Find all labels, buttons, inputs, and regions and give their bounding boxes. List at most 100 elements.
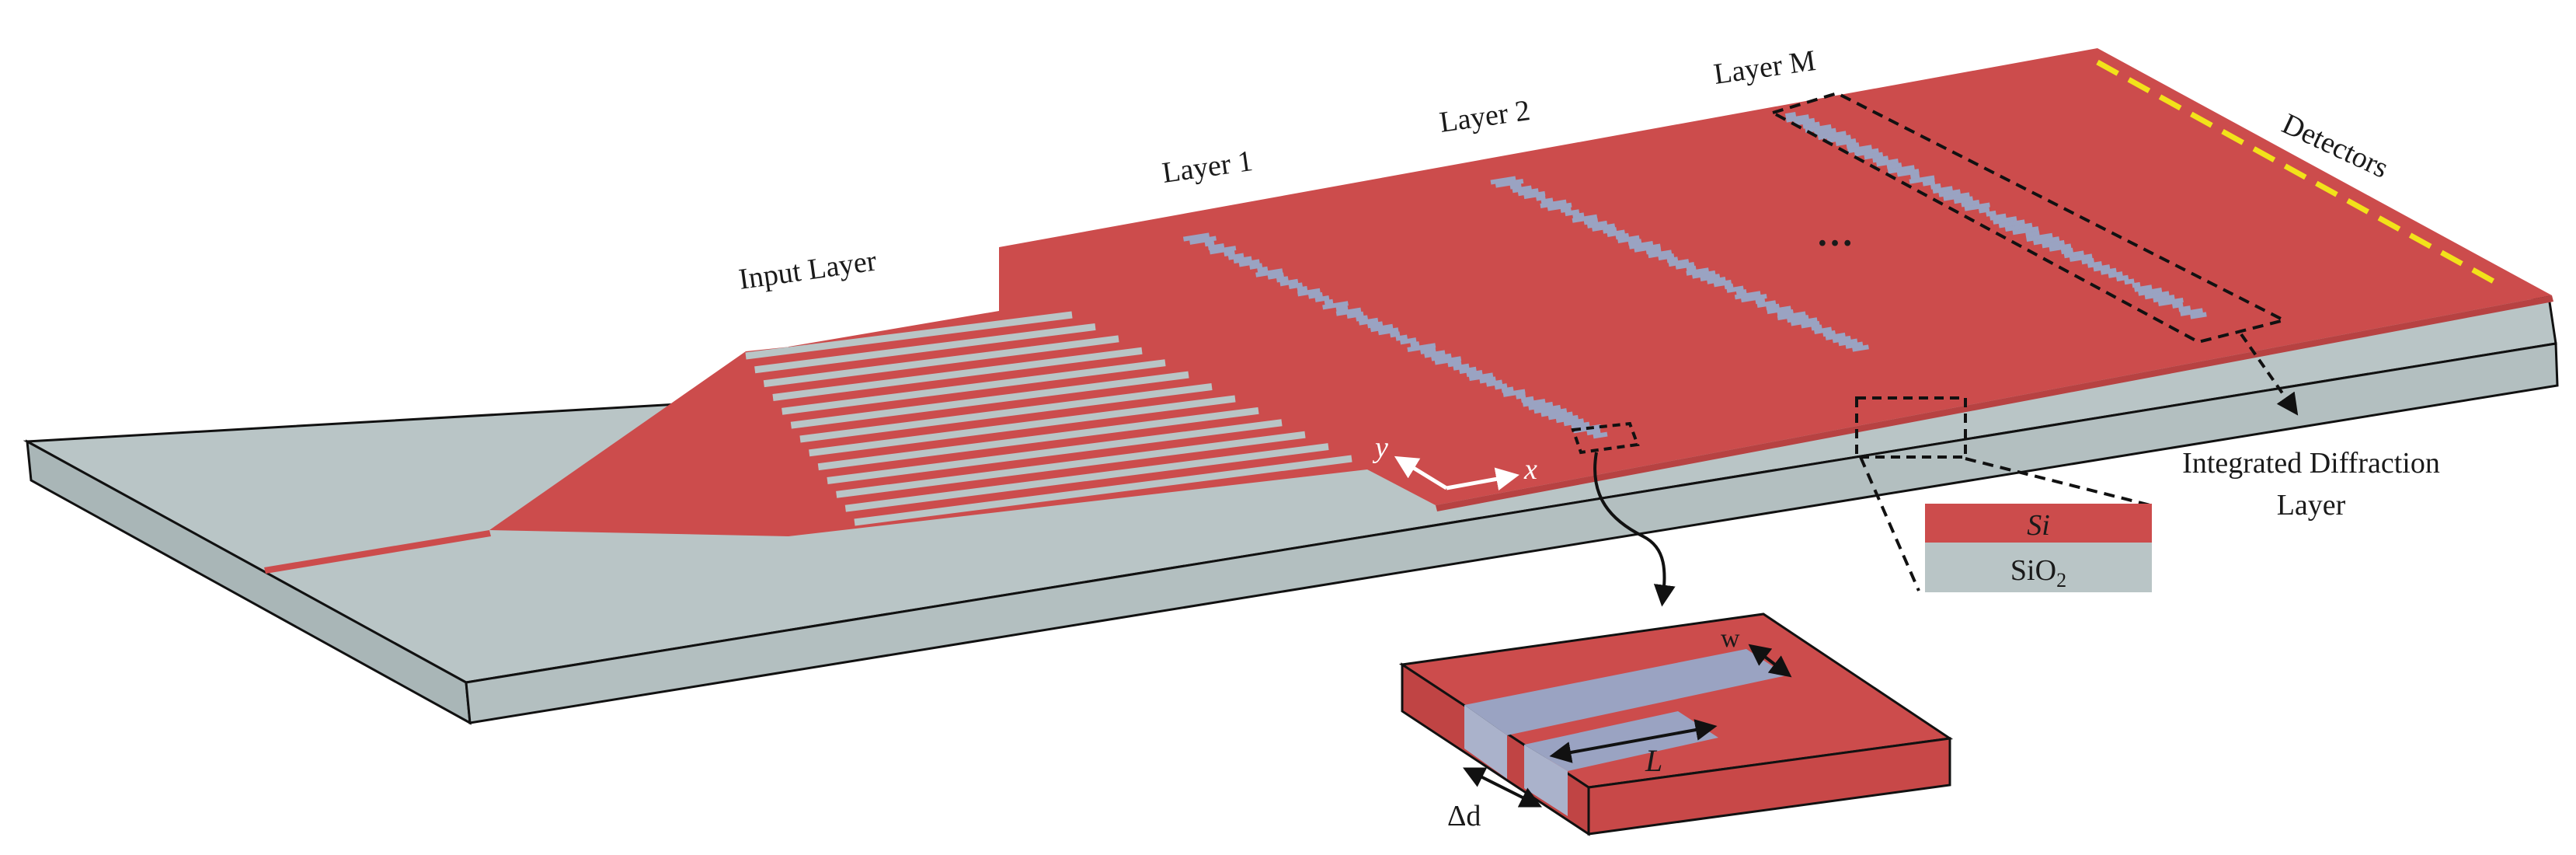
layer-m-highlight-box bbox=[1768, 91, 2289, 344]
slot bbox=[1189, 236, 1217, 245]
slot bbox=[2138, 288, 2163, 296]
slot bbox=[1785, 114, 1809, 123]
detector-line bbox=[2096, 59, 2495, 284]
slot bbox=[1645, 247, 1662, 255]
slot bbox=[1953, 196, 1973, 204]
slot-long bbox=[1464, 649, 1787, 735]
slot bbox=[2004, 222, 2033, 232]
slot bbox=[1767, 305, 1791, 315]
w-dimension-arrow bbox=[1748, 644, 1792, 678]
slot bbox=[1668, 259, 1690, 267]
slot bbox=[2087, 261, 2103, 268]
sio2-label: SiO2 bbox=[2010, 554, 2066, 592]
slot bbox=[1787, 314, 1809, 323]
slot bbox=[1565, 209, 1580, 217]
slot bbox=[1811, 324, 1822, 331]
integrated-layer-label-line2: Layer bbox=[2277, 489, 2346, 522]
si-layer-rect bbox=[1925, 504, 2152, 543]
input-waveguide-line bbox=[799, 383, 1213, 443]
input-waveguide-array bbox=[745, 311, 1352, 526]
input-waveguide-line bbox=[809, 395, 1236, 457]
slot bbox=[1826, 134, 1851, 143]
xy-axes: x y bbox=[1372, 431, 1537, 491]
layer-1-slots bbox=[1182, 232, 1608, 439]
slot bbox=[1726, 285, 1744, 293]
slot bbox=[1390, 331, 1401, 338]
layer-2-slots bbox=[1490, 176, 1869, 352]
slot bbox=[1540, 408, 1568, 417]
slot bbox=[1257, 266, 1269, 273]
substrate-right-face bbox=[465, 342, 2559, 724]
input-waveguide-line bbox=[854, 455, 1352, 526]
slot bbox=[1297, 285, 1308, 292]
slot bbox=[2033, 236, 2060, 246]
input-waveguide-line bbox=[782, 359, 1166, 415]
integrated-layer-label-line1: Integrated Diffraction bbox=[2182, 447, 2440, 480]
slot bbox=[1182, 232, 1210, 242]
input-waveguide bbox=[264, 530, 491, 574]
slot bbox=[1335, 307, 1362, 316]
slot bbox=[1395, 334, 1408, 341]
slot bbox=[1501, 386, 1514, 393]
slot bbox=[1822, 330, 1836, 337]
slot-short-front bbox=[1524, 745, 1568, 816]
slot bbox=[1838, 338, 1858, 347]
slot bbox=[1691, 270, 1716, 279]
slot bbox=[1817, 131, 1847, 141]
slot bbox=[1555, 414, 1579, 424]
slot bbox=[1978, 207, 1990, 214]
slot bbox=[1324, 298, 1334, 305]
slot bbox=[1593, 431, 1608, 439]
slot bbox=[1740, 293, 1767, 303]
cross-section-zoom-box bbox=[1855, 396, 1967, 459]
slot bbox=[1572, 212, 1585, 219]
y-axis-arrow bbox=[1394, 455, 1448, 490]
input-waveguide-line bbox=[817, 407, 1259, 471]
slot bbox=[2153, 294, 2175, 303]
slot bbox=[1961, 199, 1980, 208]
cross-section-left-line bbox=[1859, 456, 1920, 592]
slot bbox=[1322, 301, 1349, 310]
slot bbox=[1267, 272, 1284, 280]
slot bbox=[1627, 239, 1642, 246]
slot bbox=[1592, 223, 1616, 232]
slab-front-edge bbox=[1436, 295, 2553, 511]
slot bbox=[1431, 353, 1452, 361]
slot bbox=[1227, 253, 1244, 260]
slot bbox=[1734, 291, 1761, 300]
slot bbox=[1490, 176, 1516, 185]
slot bbox=[1468, 372, 1494, 382]
slot bbox=[1407, 343, 1436, 352]
slot bbox=[1356, 315, 1369, 322]
slot bbox=[2157, 297, 2184, 307]
slot bbox=[1377, 327, 1399, 336]
slot bbox=[1989, 213, 2007, 221]
slot bbox=[1255, 268, 1283, 277]
slot bbox=[1279, 278, 1299, 287]
slot bbox=[1832, 335, 1851, 344]
slot bbox=[1998, 219, 2025, 229]
slot bbox=[1845, 341, 1864, 349]
slot bbox=[2108, 271, 2123, 278]
slot bbox=[1615, 232, 1630, 240]
slot bbox=[1675, 262, 1695, 270]
slot bbox=[1864, 152, 1884, 160]
slot bbox=[1410, 341, 1420, 347]
slot bbox=[1794, 117, 1815, 126]
slot bbox=[1358, 317, 1379, 326]
slot-unit-cell: w L Δd bbox=[1398, 612, 1954, 836]
slot bbox=[1466, 370, 1483, 378]
sio2-layer-rect bbox=[1925, 543, 2152, 592]
x-axis-arrow bbox=[1446, 467, 1519, 491]
slot bbox=[2172, 302, 2184, 309]
slot bbox=[1224, 250, 1235, 256]
layer-2-label: Layer 2 bbox=[1437, 94, 1532, 139]
w-label: w bbox=[1721, 624, 1740, 653]
slot bbox=[1288, 282, 1303, 290]
slot bbox=[1847, 145, 1872, 154]
slot bbox=[2069, 253, 2093, 262]
slot bbox=[2081, 257, 2094, 265]
slot bbox=[1512, 185, 1532, 194]
slot bbox=[1509, 183, 1522, 190]
slot bbox=[1943, 192, 1970, 201]
